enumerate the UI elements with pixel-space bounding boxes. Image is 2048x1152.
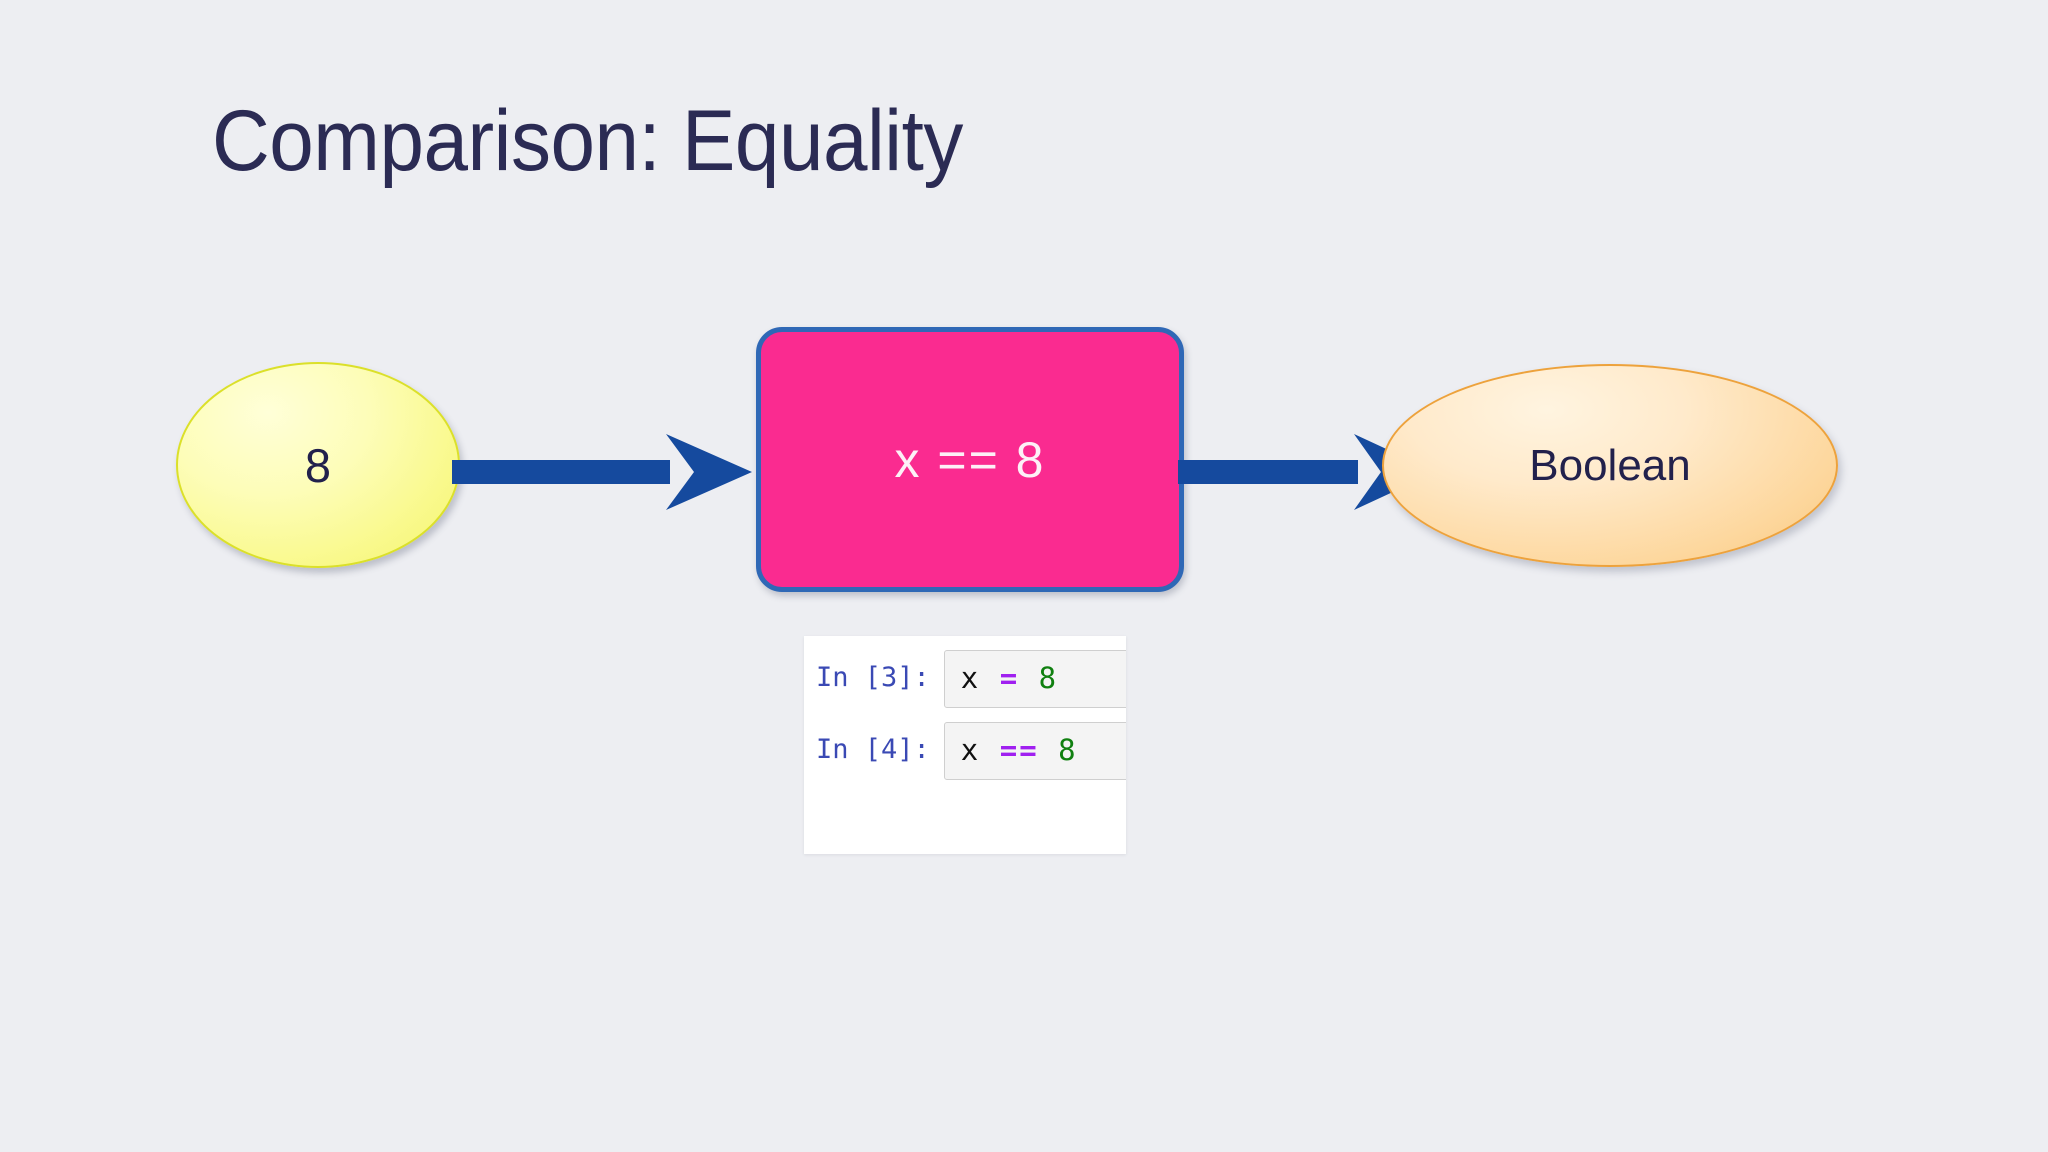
notebook-cell-code[interactable]: x = 8	[943, 650, 1126, 708]
code-token-name: x	[960, 733, 981, 767]
arrow-right-icon	[452, 434, 752, 510]
diagram-node-output-label: Boolean	[1529, 440, 1691, 490]
code-token-number: 8	[1058, 733, 1078, 767]
diagram-node-input-label: 8	[304, 438, 332, 492]
notebook-cell[interactable]: In [3]: x = 8	[804, 636, 1126, 708]
notebook-cell-prompt: In [4]:	[816, 734, 930, 765]
code-token-name: x	[960, 661, 981, 695]
diagram-node-process[interactable]: x == 8	[756, 327, 1184, 592]
code-token-number: 8	[1038, 661, 1059, 695]
page-title: Comparison: Equality	[212, 93, 963, 189]
arrow-input-to-process	[452, 428, 752, 516]
diagram-node-process-label: x == 8	[894, 431, 1046, 488]
notebook-cell-prompt: In [3]:	[816, 662, 930, 693]
code-token-operator: =	[999, 661, 1020, 695]
notebook-cell-code[interactable]: x == 8	[943, 722, 1126, 780]
notebook-snippet: In [3]: x = 8 In [4]: x == 8	[804, 636, 1126, 854]
notebook-cell[interactable]: In [4]: x == 8	[804, 708, 1126, 780]
code-token-operator: ==	[999, 733, 1039, 767]
diagram-node-output[interactable]: Boolean	[1382, 364, 1838, 567]
diagram-node-input[interactable]: 8	[176, 362, 460, 568]
